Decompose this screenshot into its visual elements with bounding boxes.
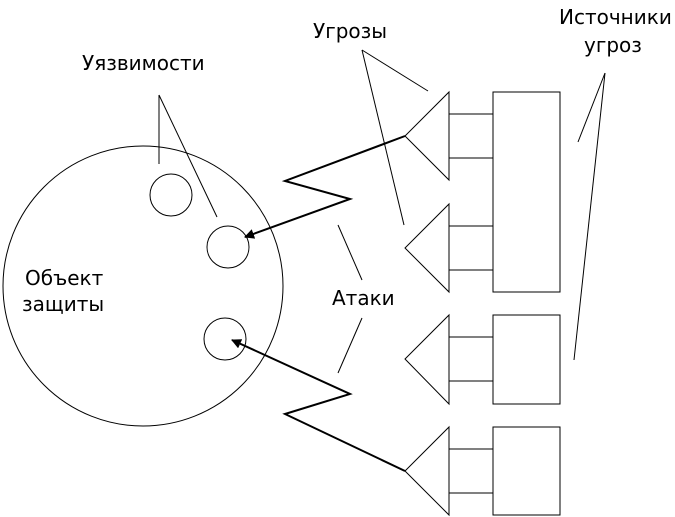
attack-path-1	[244, 135, 406, 239]
threat-triangle-2	[404, 202, 450, 294]
threats-label: Угрозы	[313, 19, 387, 43]
threat-triangle-4	[404, 425, 450, 517]
threat-source-box-2	[492, 314, 561, 405]
threat-source-box-1	[492, 91, 561, 293]
threat-sources-pointer-line-1	[577, 72, 606, 143]
threat-source-box-3	[492, 426, 561, 516]
threat-sources-pointer-line-2	[573, 72, 606, 361]
protected-object-label-line1: Объект	[25, 266, 104, 290]
vulnerability-hole-1	[149, 173, 193, 217]
vulnerability-hole-3	[203, 317, 247, 361]
protected-object-label-line2: защиты	[22, 292, 104, 316]
threat-sources-label-line1: Источники	[559, 5, 672, 29]
threat-sources-label-line2: угроз	[584, 33, 642, 57]
connector-lines	[449, 113, 493, 494]
attacks-pointer-line-1	[337, 224, 363, 281]
attacks-label: Атаки	[332, 286, 395, 310]
threats-pointer-line-2	[361, 49, 405, 226]
vulnerabilities-label: Уязвимости	[82, 51, 205, 75]
vulnerability-hole-2	[206, 225, 250, 269]
threat-triangle-3	[404, 313, 450, 406]
threats-pointer-line-1	[361, 49, 429, 92]
attacks-pointer-line-2	[337, 317, 363, 374]
vulnerability-pointer-line-2	[158, 94, 218, 218]
attack-path-2	[231, 339, 406, 472]
threat-triangle-1	[404, 90, 450, 182]
